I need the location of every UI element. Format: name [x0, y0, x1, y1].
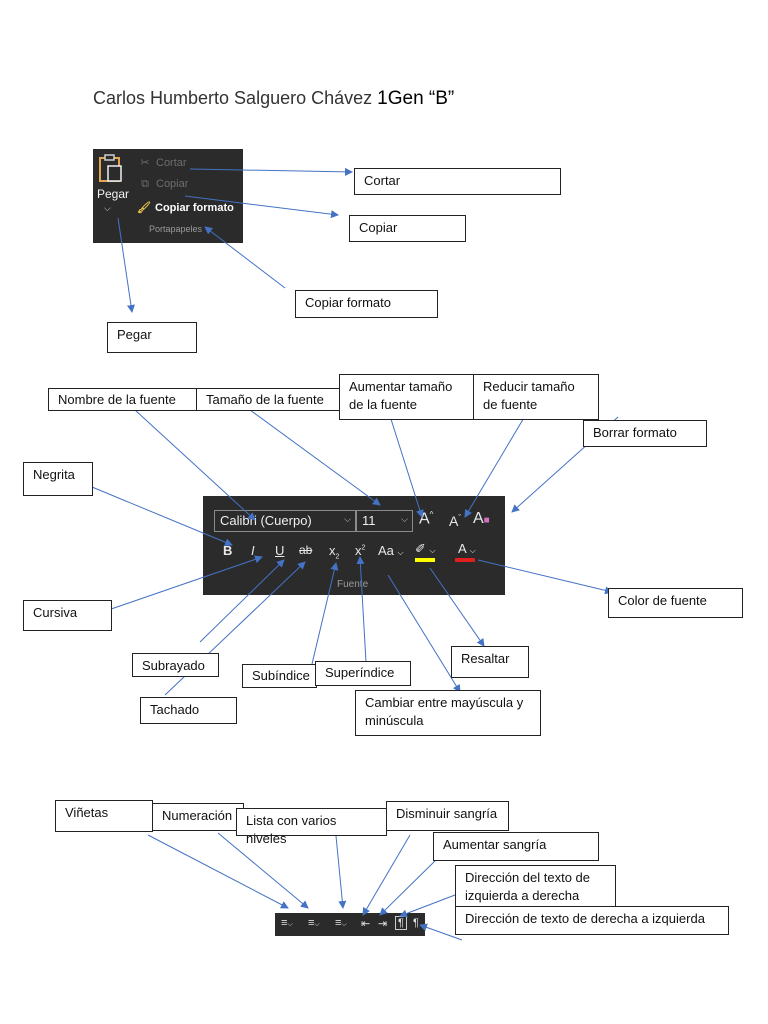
font-name-value: Calibri (Cuerpo) — [220, 513, 312, 528]
ltr-button[interactable]: ¶ — [395, 916, 407, 930]
label-underline: Subrayado — [132, 653, 219, 677]
shrink-font-icon[interactable]: Aˇ — [449, 513, 462, 529]
font-group-caption: Fuente — [337, 579, 369, 590]
arrow-increase-indent — [379, 857, 439, 916]
label-strikethrough: Tachado — [140, 697, 237, 724]
superscript-glyph: x — [355, 543, 362, 558]
chevron-down-icon[interactable]: ⌵ — [104, 203, 111, 213]
grow-font-icon[interactable]: A^ — [419, 510, 434, 528]
strikethrough-button[interactable]: ab — [299, 543, 313, 557]
paste-icon[interactable] — [97, 153, 123, 183]
underline-button[interactable]: U — [275, 543, 285, 558]
label-bullets: Viñetas — [55, 800, 153, 832]
clipboard-group-caption: Portapapeles — [149, 224, 203, 234]
copy-icon: ⧉ — [141, 178, 149, 190]
arrow-font-size — [249, 409, 381, 506]
group-label: 1Gen “B” — [377, 88, 455, 109]
font-color-button[interactable]: A ⌵ — [458, 541, 476, 556]
bold-button[interactable]: B — [223, 543, 233, 558]
author-name: Carlos Humberto Salguero Chávez — [93, 88, 373, 108]
clear-format-icon[interactable]: A■ — [473, 510, 490, 527]
arrow-decrease-indent — [362, 834, 411, 916]
font-color-bar — [455, 558, 475, 562]
paintbrush-icon: 🖌 — [137, 202, 151, 214]
label-shrink-font: Reducir tamaño de fuente — [473, 374, 599, 420]
arrow-multilevel — [335, 835, 347, 909]
font-size-value: 11 — [362, 513, 376, 528]
change-case-glyph: Aa — [378, 543, 394, 558]
paste-button-label[interactable]: Pegar — [97, 187, 130, 201]
italic-button[interactable]: I — [251, 543, 255, 558]
highlighter-icon: ✐ — [415, 541, 426, 556]
scissors-icon: ✂ — [140, 157, 150, 169]
chevron-down-icon: ⌵ — [344, 514, 351, 524]
font-color-icon: A — [458, 541, 466, 556]
increase-indent-button[interactable]: ⇥ — [378, 917, 387, 930]
chevron-down-icon: ⌵ — [401, 514, 408, 524]
label-grow-font: Aumentar tamaño de la fuente — [339, 374, 474, 420]
cut-button-label: Cortar — [156, 157, 187, 169]
rtl-button[interactable]: ¶ — [413, 917, 419, 929]
label-highlight: Resaltar — [451, 646, 529, 678]
bullet-list-icon: ≡ — [281, 917, 288, 929]
label-font-color: Color de fuente — [608, 588, 743, 618]
decrease-indent-button[interactable]: ⇤ — [361, 917, 370, 930]
cut-button[interactable]: ✂ Cortar — [138, 156, 187, 169]
bullets-button[interactable]: ≡⌵ — [281, 917, 293, 929]
label-decrease-indent: Disminuir sangría — [386, 801, 509, 831]
superscript-button[interactable]: x2 — [355, 543, 366, 558]
multilevel-list-button[interactable]: ≡⌵ — [335, 917, 347, 929]
label-superscript: Superíndice — [315, 661, 411, 686]
label-multilevel: Lista con varios niveles — [236, 808, 387, 846]
label-change-case: Cambiar entre mayúscula y minúscula — [355, 690, 541, 736]
label-format-painter: Copiar formato — [295, 290, 438, 318]
copy-button-label: Copiar — [156, 178, 189, 190]
numbered-list-icon: ≡ — [308, 917, 315, 929]
label-numbering: Numeración — [152, 803, 244, 831]
change-case-button[interactable]: Aa ⌵ — [378, 543, 404, 558]
paragraph-panel: ≡⌵ ≡⌵ ≡⌵ ⇤ ⇥ ¶ ¶ — [275, 913, 425, 936]
font-name-combo[interactable]: Calibri (Cuerpo) ⌵ — [214, 510, 356, 532]
label-subscript: Subíndice — [242, 664, 317, 688]
label-copy: Copiar — [349, 215, 466, 242]
label-ltr: Dirección del texto de izquierda a derec… — [455, 865, 616, 909]
highlight-button[interactable]: ✐ ⌵ — [415, 541, 436, 556]
subscript-button[interactable]: x2 — [329, 543, 340, 561]
copy-button[interactable]: ⧉ Copiar — [138, 178, 188, 191]
page-title: Carlos Humberto Salguero Chávez 1Gen “B” — [93, 88, 454, 110]
ltr-icon: ¶ — [398, 917, 404, 929]
multilevel-list-icon: ≡ — [335, 917, 342, 929]
font-size-combo[interactable]: 11 ⌵ — [356, 510, 413, 532]
font-panel: Calibri (Cuerpo) ⌵ 11 ⌵ A^ Aˇ A■ B I U a… — [203, 496, 505, 595]
label-font-name: Nombre de la fuente — [48, 388, 198, 411]
highlight-color-bar — [415, 558, 435, 562]
increase-indent-icon: ⇥ — [378, 918, 388, 930]
label-font-size: Tamaño de la fuente — [196, 388, 340, 411]
label-clear-format: Borrar formato — [583, 420, 707, 447]
format-painter-button[interactable]: 🖌 Copiar formato — [137, 201, 234, 214]
clipboard-panel: Pegar ⌵ ✂Cortar ⧉Copiar 🖌Copiar formato … — [93, 149, 243, 243]
subscript-glyph: x — [329, 543, 336, 558]
numbering-button[interactable]: ≡⌵ — [308, 917, 320, 929]
label-bold: Negrita — [23, 462, 93, 496]
format-painter-button-label: Copiar formato — [155, 202, 234, 214]
label-paste: Pegar — [107, 322, 197, 353]
label-cut: Cortar — [354, 168, 561, 195]
label-increase-indent: Aumentar sangría — [433, 832, 599, 861]
label-rtl: Dirección de texto de derecha a izquierd… — [455, 906, 729, 935]
rtl-icon: ¶ — [413, 917, 419, 929]
decrease-indent-icon: ⇤ — [361, 918, 371, 930]
label-italic: Cursiva — [23, 600, 112, 631]
